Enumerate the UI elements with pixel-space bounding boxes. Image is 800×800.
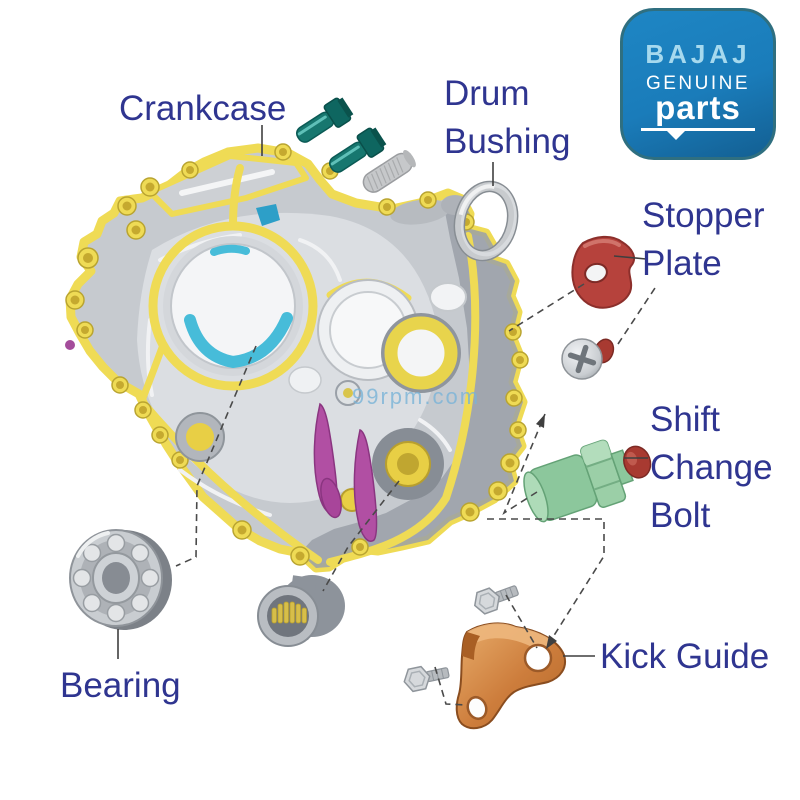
shift-fork-icon: [313, 402, 378, 542]
crankcase-icon: [65, 143, 529, 573]
logo-underline: [641, 128, 755, 140]
label-text: Change: [650, 448, 773, 487]
phillips-screw-icon: [561, 338, 615, 380]
drum-bushing-ring-icon: [453, 180, 519, 262]
label-text: Bolt: [650, 496, 711, 535]
label-text: Bearing: [60, 666, 181, 705]
label-text: Stopper: [642, 196, 765, 235]
stopper-plate-icon: [571, 235, 635, 309]
leader-lines: [117, 125, 658, 706]
watermark: 99rpm.com: [352, 384, 480, 409]
teal-bolt-icon: [328, 127, 387, 173]
logo-genuine-text: GENUINE: [645, 73, 751, 94]
logo-parts-text: parts: [655, 89, 741, 126]
ball-bearing-icon: [69, 529, 172, 630]
label-stopper-plate: Stopper Plate: [642, 192, 765, 288]
hex-flange-bolt-icon: [403, 665, 450, 693]
label-drum-bushing: Drum Bushing: [444, 70, 570, 166]
label-text: Shift: [650, 400, 721, 439]
hex-flange-bolt-icon: [473, 585, 519, 615]
knurled-stud-icon: [362, 149, 416, 193]
label-text: Bushing: [444, 122, 571, 161]
logo-down-arrow-icon: [667, 131, 685, 140]
label-bearing: Bearing: [60, 662, 181, 710]
label-shift-change-bolt: Shift Change Bolt: [650, 396, 773, 540]
label-text: Drum: [444, 74, 530, 113]
label-text: Crankcase: [119, 89, 287, 128]
kick-guide-bracket-icon: [455, 622, 566, 730]
main-bore: [163, 236, 303, 376]
label-kick-guide: Kick Guide: [600, 633, 769, 681]
label-text: Plate: [642, 244, 722, 283]
logo-brand-text: BAJAJ: [645, 39, 751, 69]
shift-change-bolt-icon: [523, 439, 652, 523]
bajaj-genuine-parts-logo: BAJAJ GENUINE parts: [620, 8, 776, 160]
needle-bearing-icon: [257, 575, 345, 647]
label-crankcase: Crankcase: [119, 85, 286, 133]
teal-bolt-icon: [295, 97, 354, 143]
gasket-bolt-holes: [65, 143, 529, 566]
label-text: Kick Guide: [600, 637, 770, 676]
